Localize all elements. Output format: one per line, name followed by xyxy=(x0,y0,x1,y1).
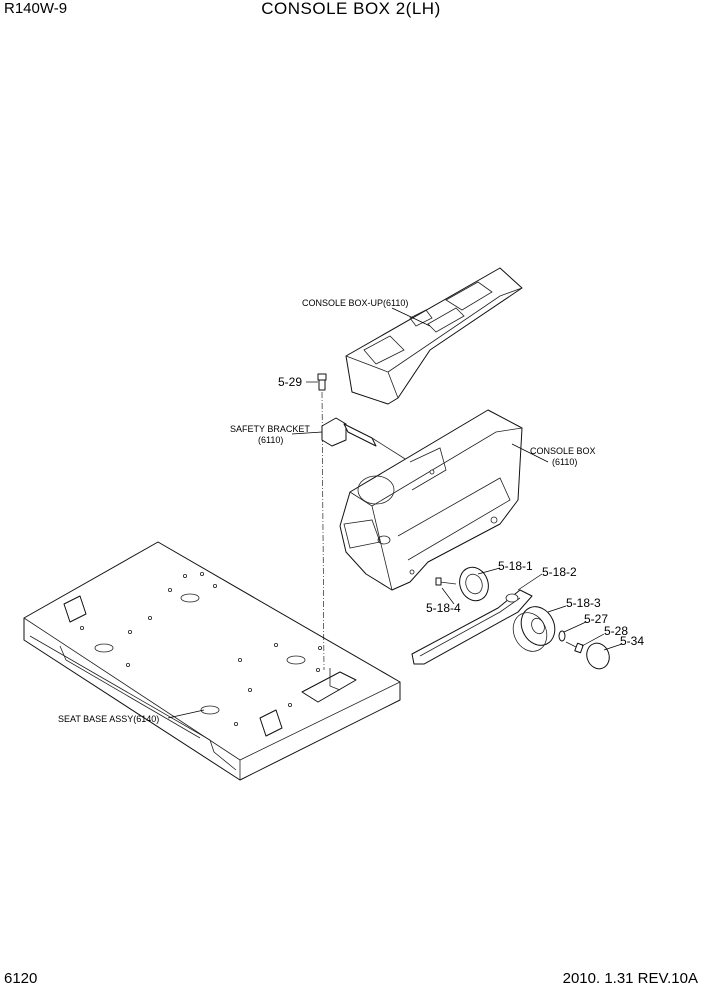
ring-5-18-1 xyxy=(459,566,489,602)
part-number-5-34: 5-34 xyxy=(620,634,644,648)
lever-5-18-2 xyxy=(411,589,533,665)
screw-5-18-4 xyxy=(435,577,457,586)
label-console-box-up: CONSOLE BOX-UP(6110) xyxy=(302,298,408,308)
part-number-5-18-3: 5-18-3 xyxy=(566,596,601,610)
part-number-5-18-2: 5-18-2 xyxy=(542,565,577,579)
page-number: 6120 xyxy=(4,970,38,987)
part-number-5-18-4: 5-18-4 xyxy=(426,601,461,615)
safety-bracket xyxy=(321,417,411,463)
seat-base-mount-holes xyxy=(80,572,322,727)
part-number-5-27: 5-27 xyxy=(584,612,608,626)
console-box-up xyxy=(345,267,523,405)
label-console-box: CONSOLE BOX xyxy=(530,446,596,456)
page-title: CONSOLE BOX 2(LH) xyxy=(261,0,441,18)
revision-date: 2010. 1.31 REV.10A xyxy=(562,970,698,987)
label-safety-bracket-ref: (6110) xyxy=(258,435,283,445)
model-code: R140W-9 xyxy=(4,0,68,17)
bolt-5-28 xyxy=(565,641,584,654)
console-box xyxy=(339,409,523,591)
leader-lines xyxy=(167,307,623,719)
seat-base-brackets xyxy=(63,595,357,737)
cap-5-34 xyxy=(586,642,610,670)
part-number-5-18-1: 5-18-1 xyxy=(498,559,533,573)
part-number-5-28: 5-28 xyxy=(604,624,628,638)
bolt-5-29 xyxy=(317,373,327,391)
label-console-box-ref: (6110) xyxy=(552,457,577,467)
washer-5-27 xyxy=(558,630,566,642)
part-number-5-29: 5-29 xyxy=(278,375,302,389)
label-seat-base: SEAT BASE ASSY(6140) xyxy=(58,714,159,724)
seat-base-assy xyxy=(23,541,401,781)
hub-5-18-3 xyxy=(512,606,556,652)
label-safety-bracket: SAFETY BRACKET xyxy=(230,424,310,434)
